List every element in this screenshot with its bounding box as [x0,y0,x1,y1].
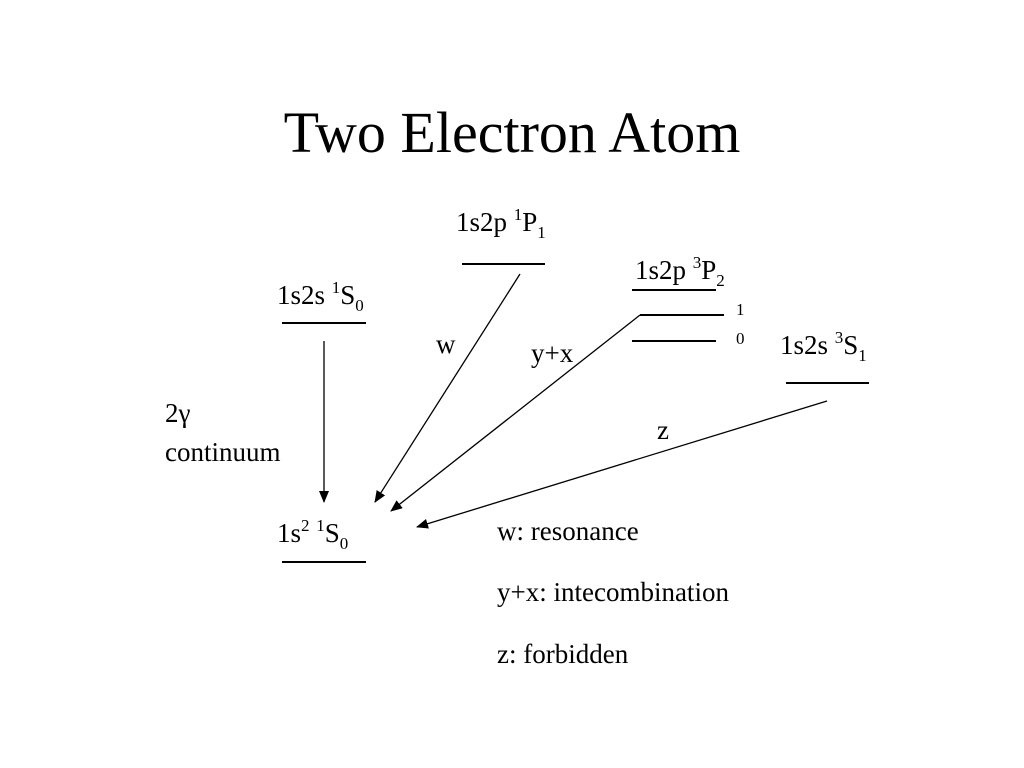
arrow-y-x [390,314,641,512]
arrow-z [416,400,828,529]
transition-label-y-x: y+x [531,338,574,368]
two-photon-label: 2γ [165,398,191,428]
level-label-1s2p-1p1: 1s2p 1P1 [456,205,546,242]
level-label-ground: 1s2 1S0 [277,516,349,553]
transition-label-w: w [436,329,456,359]
level-label-1s2p-3p2: 1s2p 3P2 [635,253,725,290]
level-label-1s2s-1s0: 1s2s 1S0 [277,278,364,315]
continuum-label: continuum [165,437,281,467]
transition-label-z: z [657,415,669,445]
legend-forbidden: z: forbidden [497,639,629,669]
arrow-w [374,273,521,503]
legend-resonance: w: resonance [497,516,639,546]
legend-intercombination: y+x: intecombination [497,577,729,607]
slide-title: Two Electron Atom [283,100,741,165]
level-label-1s2s-3s1: 1s2s 3S1 [780,328,867,365]
j-label-0: 0 [736,329,745,348]
j-label-1: 1 [736,300,745,319]
